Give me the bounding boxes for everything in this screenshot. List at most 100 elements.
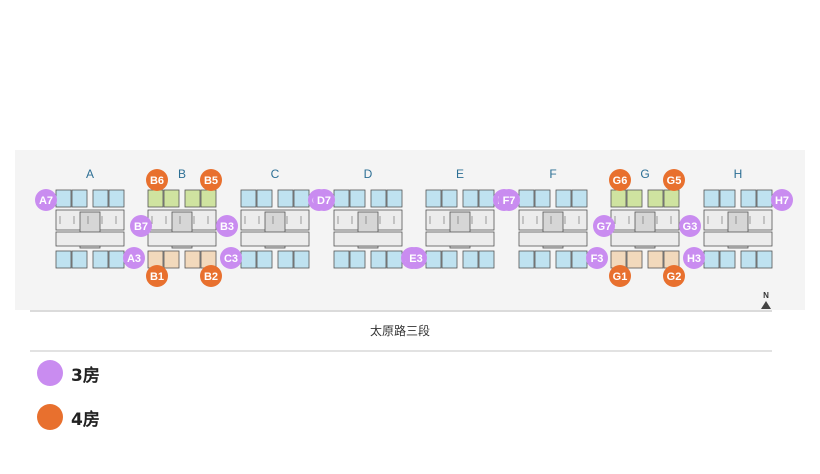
unit-block	[647, 189, 664, 208]
unit-block	[647, 250, 664, 269]
three-room-badge-b3: B3	[216, 215, 238, 237]
badge-circle	[586, 247, 608, 269]
unit-block	[703, 189, 720, 208]
legend-label-three-room: 3房	[71, 365, 100, 386]
road-label: 太原路三段	[370, 323, 430, 338]
badge-circle	[200, 169, 222, 191]
unit-block	[55, 250, 72, 269]
badge-circle	[679, 215, 701, 237]
four-room-badge-b6: B6	[146, 169, 168, 191]
unit-block	[756, 189, 773, 208]
three-room-badge-b7: B7	[130, 215, 152, 237]
badge-label: B7	[134, 221, 148, 233]
unit-block	[534, 189, 551, 208]
unit-block	[277, 250, 294, 269]
unit-block	[147, 189, 164, 208]
badge-circle	[216, 215, 238, 237]
unit-block	[441, 189, 458, 208]
unit-block	[663, 189, 680, 208]
unit-block	[719, 250, 736, 269]
building-label-c: C	[271, 167, 280, 181]
badge-circle	[220, 247, 242, 269]
badge-circle	[200, 265, 222, 287]
unit-block	[200, 189, 217, 208]
compass: N	[761, 291, 771, 309]
core-block	[518, 231, 588, 247]
legend-item-four-room: 4房	[37, 404, 100, 430]
three-room-badge-c3: C3	[220, 247, 242, 269]
unit-block	[333, 250, 350, 269]
three-room-badge-g7: G7	[593, 215, 615, 237]
building-label-g: G	[640, 167, 649, 181]
badge-label: G1	[613, 271, 628, 283]
three-room-badge-h7: H7	[771, 189, 793, 211]
badge-label: G2	[667, 271, 682, 283]
compass-north-label: N	[763, 291, 769, 300]
unit-block	[293, 189, 310, 208]
unit-block	[71, 250, 88, 269]
badge-label: E3	[409, 253, 422, 265]
core-block	[240, 231, 310, 247]
badge-circle	[609, 265, 631, 287]
core-block	[333, 231, 403, 247]
unit-block	[740, 250, 757, 269]
unit-block	[333, 189, 350, 208]
badge-label: A3	[127, 253, 141, 265]
badge-label: H3	[687, 253, 701, 265]
unit-block	[386, 189, 403, 208]
badge-label: B5	[204, 175, 218, 187]
badge-circle	[146, 169, 168, 191]
badge-circle	[593, 215, 615, 237]
legend-item-three-room: 3房	[37, 360, 100, 386]
unit-block	[571, 189, 588, 208]
unit-block	[478, 250, 495, 269]
unit-block	[240, 250, 257, 269]
badge-circle	[663, 265, 685, 287]
unit-block	[240, 189, 257, 208]
badge-circle	[35, 189, 57, 211]
unit-block	[626, 189, 643, 208]
badge-circle	[130, 215, 152, 237]
four-room-dot-icon	[37, 404, 63, 430]
unit-block	[441, 250, 458, 269]
badge-label: F7	[503, 195, 516, 207]
unit-block	[555, 250, 572, 269]
badge-label: B3	[220, 221, 234, 233]
core-block	[147, 231, 217, 247]
badge-label: B1	[150, 271, 164, 283]
unit-block	[425, 250, 442, 269]
unit-block	[92, 189, 109, 208]
unit-block	[349, 250, 366, 269]
unit-block	[256, 250, 273, 269]
badge-circle	[498, 189, 520, 211]
four-room-badge-g6: G6	[609, 169, 631, 191]
badge-label: G7	[597, 221, 612, 233]
badge-circle	[609, 169, 631, 191]
building-e: EE7E3	[405, 167, 515, 269]
four-room-badge-g2: G2	[663, 265, 685, 287]
building-group: AA7A3BB6B5B7B3B1B2CC7C3DD7D3EE7E3FF7F3GG…	[35, 167, 793, 287]
unit-block	[571, 250, 588, 269]
three-room-badge-d7: D7	[313, 189, 335, 211]
unit-block	[610, 189, 627, 208]
building-label-h: H	[734, 167, 743, 181]
three-room-dot-icon	[37, 360, 63, 386]
badge-label: H7	[775, 195, 789, 207]
badge-circle	[123, 247, 145, 269]
unit-block	[55, 189, 72, 208]
badge-label: B6	[150, 175, 164, 187]
compass-arrow-icon	[761, 301, 771, 309]
badge-label: C3	[224, 253, 238, 265]
three-room-badge-e3: E3	[405, 247, 427, 269]
badge-label: G6	[613, 175, 628, 187]
unit-block	[555, 189, 572, 208]
unit-block	[756, 250, 773, 269]
building-label-e: E	[456, 167, 464, 181]
core-block	[55, 231, 125, 247]
